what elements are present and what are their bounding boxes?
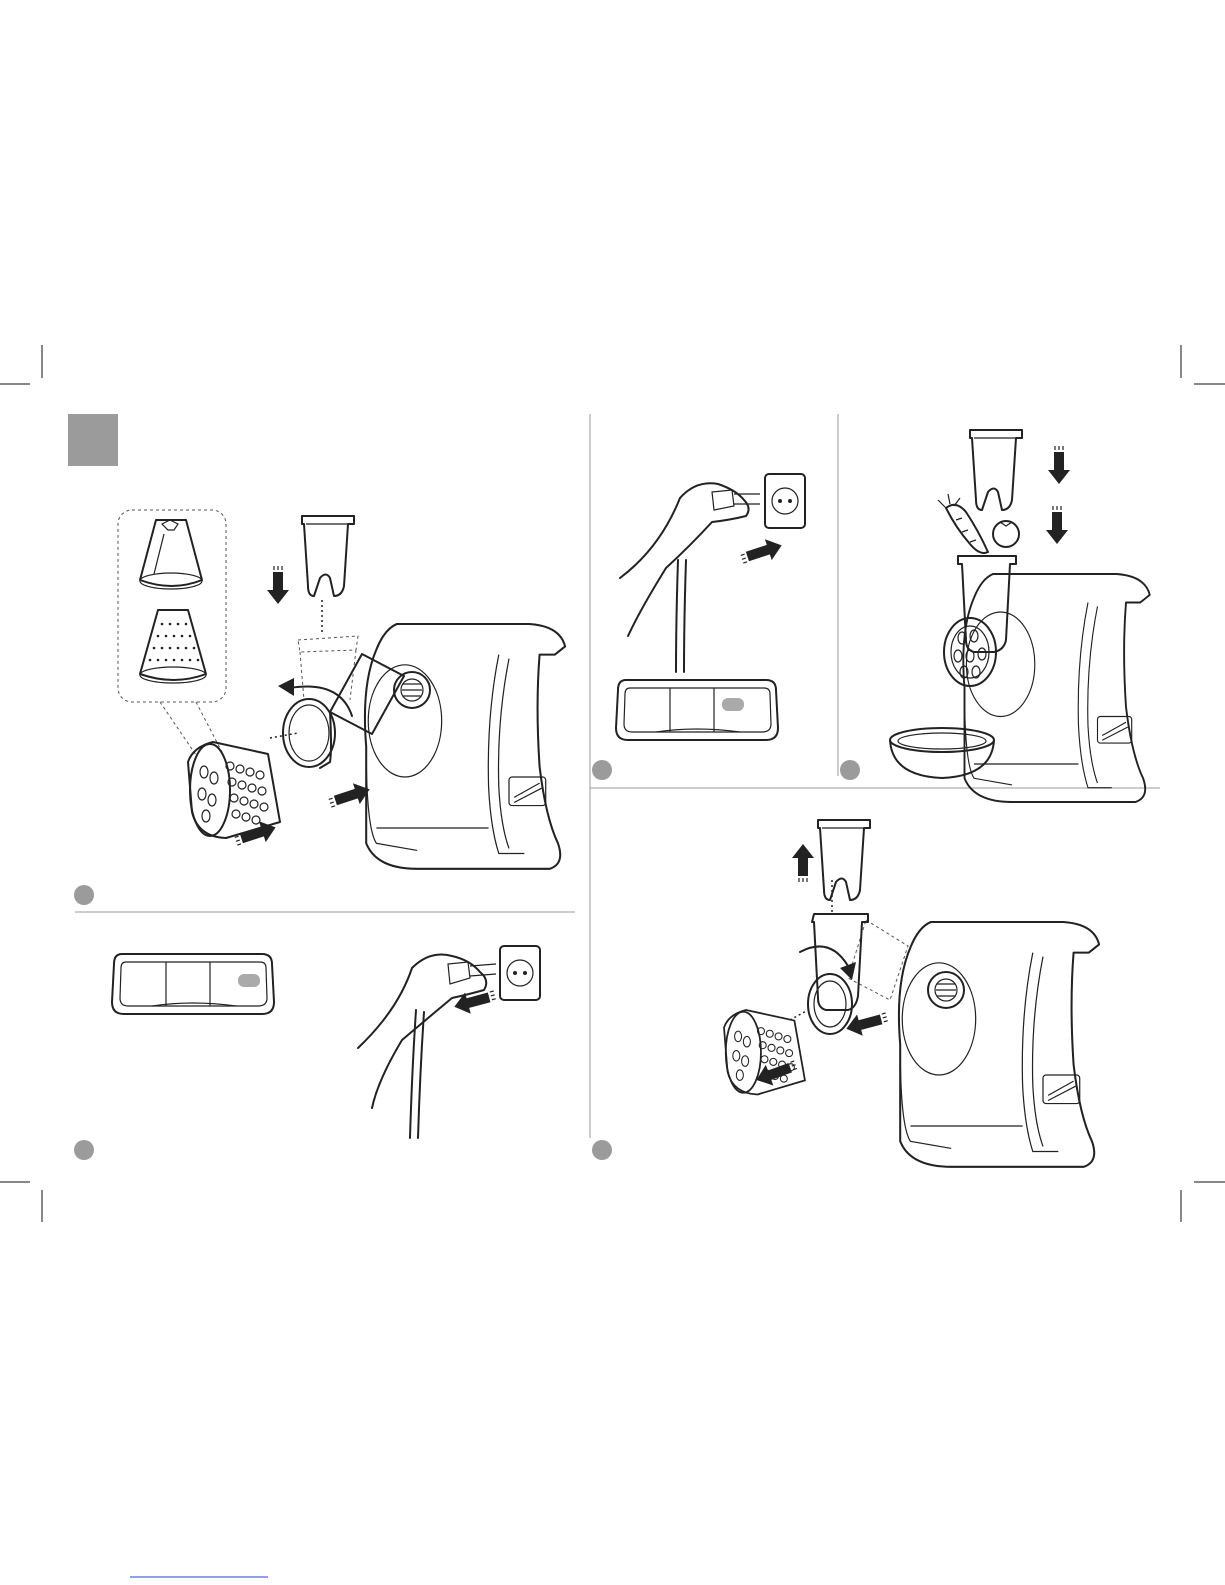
pusher-icon [970,430,1022,510]
motor-unit-icon [963,574,1149,802]
tomato-icon [993,521,1019,547]
carrot-icon [938,494,988,553]
hand-plug-icon [358,955,496,1139]
step-badge [74,885,94,905]
step-badge [74,1140,94,1160]
step-plug-in-top [592,474,805,780]
control-panel-icon [616,680,778,740]
cone-slicer-icon [140,520,202,589]
crop-marks [0,345,1225,1222]
push-arrow-icon [738,535,785,569]
step-plug-in-left [74,946,540,1160]
section-tab [68,414,118,466]
step-badge [840,760,860,780]
pusher-icon [818,820,870,900]
down-arrow-icon [1048,446,1070,484]
outlet-ring-icon [394,672,430,708]
down-arrow-icon [267,566,289,604]
power-indicator [238,974,260,987]
cone-options-callout [118,510,226,755]
push-arrow-icon [452,985,498,1017]
pusher-icon [302,516,354,596]
step-disassemble [592,820,1099,1167]
hand-plug-icon [620,483,760,672]
wall-socket-icon [765,474,805,528]
step-badge [592,1140,612,1160]
motor-unit-icon [899,922,1099,1167]
panel-dividers [75,414,1160,1138]
motor-unit-icon [365,624,565,869]
cone-grater-icon [140,610,206,683]
cone-drum-icon [188,742,280,838]
feed-tube-icon [958,556,1016,652]
wall-socket-icon [500,946,540,1000]
up-arrow-icon [792,844,814,882]
outlet-ring-icon [928,972,964,1008]
feed-tube-icon [808,914,868,1034]
down-arrow-icon [1046,506,1068,544]
power-indicator [722,698,744,711]
step-process-food [840,430,1150,802]
bowl-icon [890,728,994,778]
step-assemble-cone [74,510,565,905]
step-badge [592,760,612,780]
